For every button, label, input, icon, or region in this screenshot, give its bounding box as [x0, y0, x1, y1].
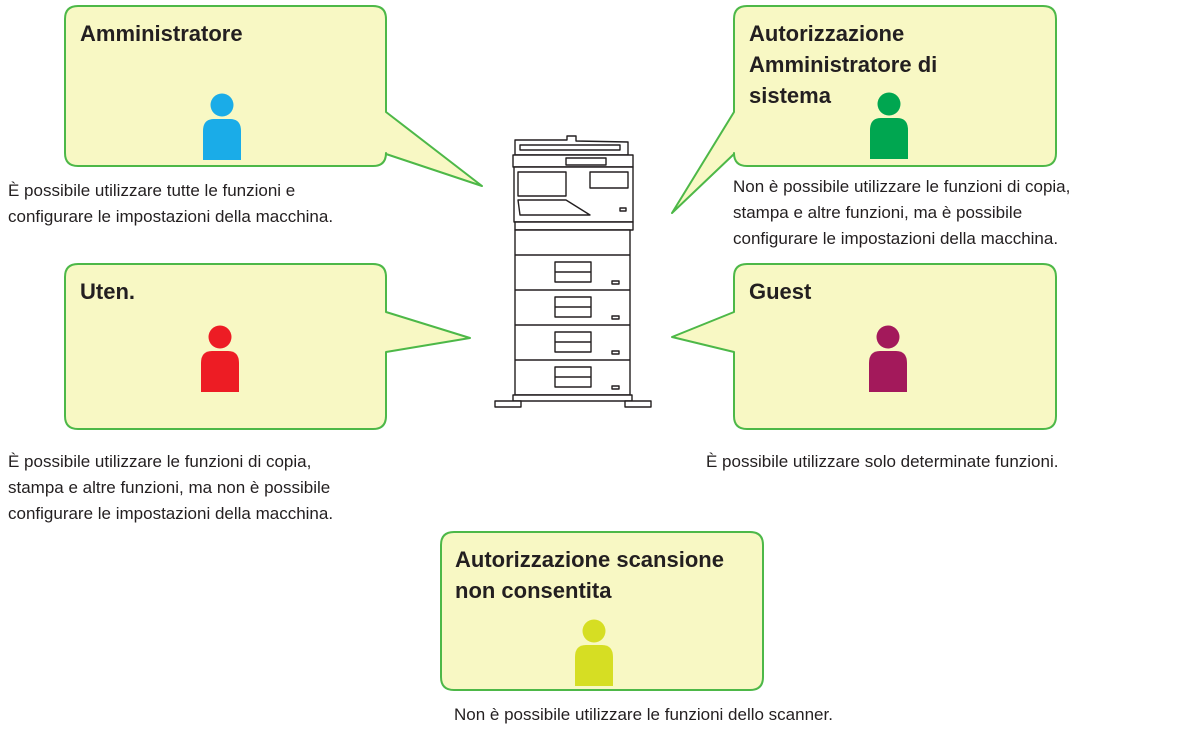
role-title-system-admin-line-1: Autorizzazione [749, 21, 905, 46]
person-icon [870, 92, 908, 159]
description-guest-line-1: È possibile utilizzare solo determinate … [706, 452, 1059, 471]
person-icon [575, 619, 613, 686]
role-title-admin: Amministratore [80, 21, 243, 46]
description-user-line-1: È possibile utilizzare le funzioni di co… [8, 452, 312, 471]
printer-icon [494, 135, 652, 408]
description-system-admin-line-3: configurare le impostazioni della macchi… [733, 229, 1059, 248]
person-icon [869, 325, 907, 392]
bubble-scan-denied [440, 531, 764, 691]
bubble-admin [64, 5, 483, 187]
description-admin-line-2: configurare le impostazioni della macchi… [8, 207, 334, 226]
bubble-guest [671, 263, 1057, 430]
role-title-scan-denied-line-1: Autorizzazione scansione [455, 547, 724, 572]
person-icon [203, 93, 241, 160]
description-user-line-3: configurare le impostazioni della macchi… [8, 504, 334, 523]
person-icon [201, 325, 239, 392]
role-title-user: Uten. [80, 279, 135, 304]
role-title-system-admin-line-2: Amministratore di [749, 52, 938, 77]
description-system-admin-line-2: stampa e altre funzioni, ma è possibile [733, 203, 1023, 222]
bubble-user [64, 263, 471, 430]
role-title-guest: Guest [749, 279, 812, 304]
description-admin-line-1: È possibile utilizzare tutte le funzioni… [8, 181, 296, 200]
bubble-system-admin [671, 5, 1057, 214]
role-title-system-admin-line-3: sistema [749, 83, 831, 108]
description-system-admin-line-1: Non è possibile utilizzare le funzioni d… [733, 177, 1071, 196]
role-title-scan-denied-line-2: non consentita [455, 578, 612, 603]
description-scan-denied-line-1: Non è possibile utilizzare le funzioni d… [454, 705, 833, 724]
description-user-line-2: stampa e altre funzioni, ma non è possib… [8, 478, 331, 497]
